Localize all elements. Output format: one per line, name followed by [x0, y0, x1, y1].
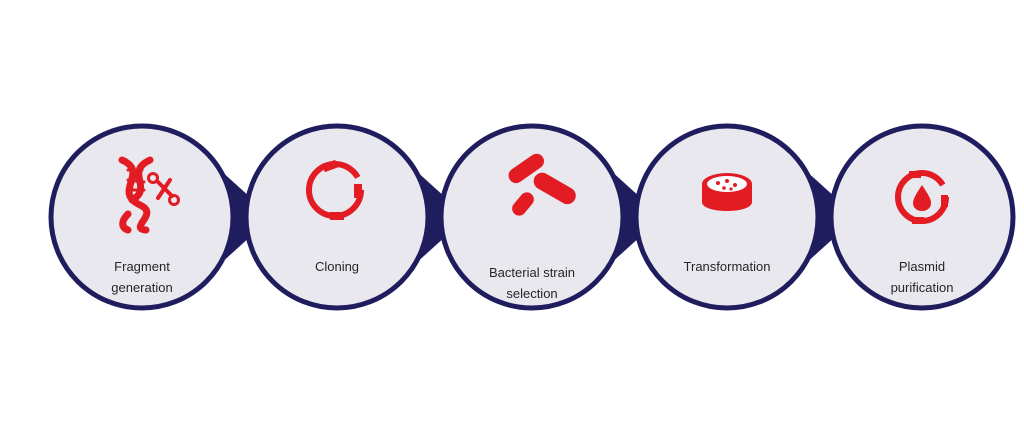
step-circles [48, 123, 1016, 311]
plasmid-ring-icon [306, 159, 364, 220]
step-label-cloning: Cloning [262, 256, 412, 277]
step-label-plasmid-purification: Plasmid purification [847, 256, 997, 298]
step-label-bacterial-strain-selection: Bacterial strain selection [457, 262, 607, 304]
step-circle-4 [633, 123, 821, 311]
step-label-line: Fragment [114, 259, 170, 274]
step-circle-3 [438, 123, 626, 311]
step-label-line: Plasmid [898, 259, 946, 274]
step-label-line: purification [890, 280, 954, 295]
plasmid-drop-icon [895, 170, 949, 224]
step-label-line: Cloning [314, 259, 360, 274]
step-label-line: Transformation [683, 259, 771, 274]
petri-dish-icon [702, 173, 752, 211]
step-label-fragment-generation: Fragment generation [67, 256, 217, 298]
step-label-line: Bacterial strain [489, 265, 575, 280]
dna-scissors-icon [118, 156, 180, 234]
step-label-line: generation [111, 280, 173, 295]
bacteria-icon [508, 153, 576, 216]
step-label-transformation: Transformation [652, 256, 802, 277]
step-label-line: selection [506, 286, 558, 301]
